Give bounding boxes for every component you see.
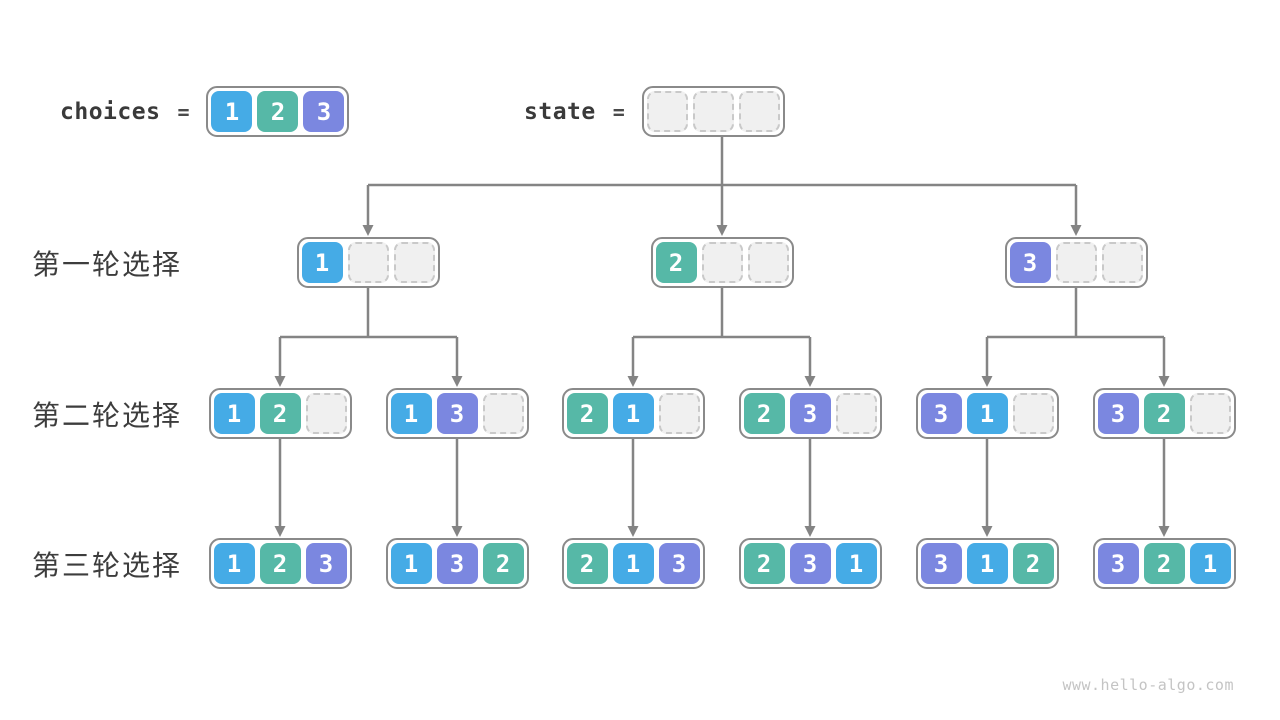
arrowhead-down-icon xyxy=(451,376,463,387)
value-cell-1: 1 xyxy=(966,393,1008,434)
value-cell-1: 1 xyxy=(1189,543,1231,584)
state-label: state xyxy=(524,98,596,125)
state-group: state = xyxy=(524,86,785,137)
value-cell-3: 3 xyxy=(1097,393,1139,434)
empty-slot xyxy=(646,91,688,132)
value-cell-3: 3 xyxy=(920,543,962,584)
value-cell-3: 3 xyxy=(789,393,831,434)
empty-slot xyxy=(692,91,734,132)
arrowhead-down-icon xyxy=(804,526,816,537)
value-cell-1: 1 xyxy=(211,91,253,132)
value-cell-1: 1 xyxy=(390,393,432,434)
value-cell-1: 1 xyxy=(390,543,432,584)
arrowhead-down-icon xyxy=(362,225,374,236)
value-cell-1: 1 xyxy=(612,543,654,584)
watermark: www.hello-algo.com xyxy=(1062,676,1234,694)
choices-equals-sign: = xyxy=(177,99,190,124)
value-cell-3: 3 xyxy=(789,543,831,584)
value-cell-2: 2 xyxy=(257,91,299,132)
empty-slot xyxy=(747,242,789,283)
value-cell-2: 2 xyxy=(1143,543,1185,584)
value-cell-1: 1 xyxy=(213,543,255,584)
value-cell-2: 2 xyxy=(259,393,301,434)
value-cell-3: 3 xyxy=(920,393,962,434)
empty-slot xyxy=(658,393,700,434)
state-array xyxy=(641,86,785,137)
state-node-l1-1: 1 xyxy=(296,237,440,288)
value-cell-1: 1 xyxy=(213,393,255,434)
value-cell-2: 2 xyxy=(1143,393,1185,434)
empty-slot xyxy=(1101,242,1143,283)
value-cell-2: 2 xyxy=(259,543,301,584)
empty-slot xyxy=(1189,393,1231,434)
empty-slot xyxy=(738,91,780,132)
state-node-l1-2: 2 xyxy=(650,237,794,288)
arrowhead-down-icon xyxy=(804,376,816,387)
arrowhead-down-icon xyxy=(1158,376,1170,387)
choices-label: choices xyxy=(60,98,161,125)
empty-slot xyxy=(701,242,743,283)
empty-slot xyxy=(482,393,524,434)
value-cell-3: 3 xyxy=(1097,543,1139,584)
value-cell-3: 3 xyxy=(1009,242,1051,283)
empty-slot xyxy=(305,393,347,434)
value-cell-1: 1 xyxy=(612,393,654,434)
arrowhead-down-icon xyxy=(627,376,639,387)
value-cell-2: 2 xyxy=(743,543,785,584)
empty-slot xyxy=(1055,242,1097,283)
value-cell-3: 3 xyxy=(658,543,700,584)
value-cell-2: 2 xyxy=(1012,543,1054,584)
arrowhead-down-icon xyxy=(274,526,286,537)
row-label-1: 第一轮选择 xyxy=(32,248,183,280)
value-cell-1: 1 xyxy=(966,543,1008,584)
value-cell-1: 1 xyxy=(301,242,343,283)
value-cell-3: 3 xyxy=(305,543,347,584)
value-cell-2: 2 xyxy=(655,242,697,283)
row-label-2: 第二轮选择 xyxy=(32,399,183,431)
value-cell-3: 3 xyxy=(436,393,478,434)
arrowhead-down-icon xyxy=(451,526,463,537)
value-cell-1: 1 xyxy=(835,543,877,584)
arrowhead-down-icon xyxy=(981,376,993,387)
empty-slot xyxy=(835,393,877,434)
empty-slot xyxy=(1012,393,1054,434)
empty-slot xyxy=(393,242,435,283)
arrowhead-down-icon xyxy=(716,225,728,236)
value-cell-2: 2 xyxy=(743,393,785,434)
row-label-3: 第三轮选择 xyxy=(32,549,183,581)
value-cell-3: 3 xyxy=(436,543,478,584)
state-node-l1-3: 3 xyxy=(1004,237,1148,288)
arrowhead-down-icon xyxy=(274,376,286,387)
arrowhead-down-icon xyxy=(627,526,639,537)
arrowhead-down-icon xyxy=(981,526,993,537)
state-equals-sign: = xyxy=(612,99,625,124)
empty-slot xyxy=(347,242,389,283)
value-cell-2: 2 xyxy=(482,543,524,584)
value-cell-2: 2 xyxy=(566,543,608,584)
arrowhead-down-icon xyxy=(1070,225,1082,236)
value-cell-2: 2 xyxy=(566,393,608,434)
value-cell-3: 3 xyxy=(303,91,345,132)
arrowhead-down-icon xyxy=(1158,526,1170,537)
